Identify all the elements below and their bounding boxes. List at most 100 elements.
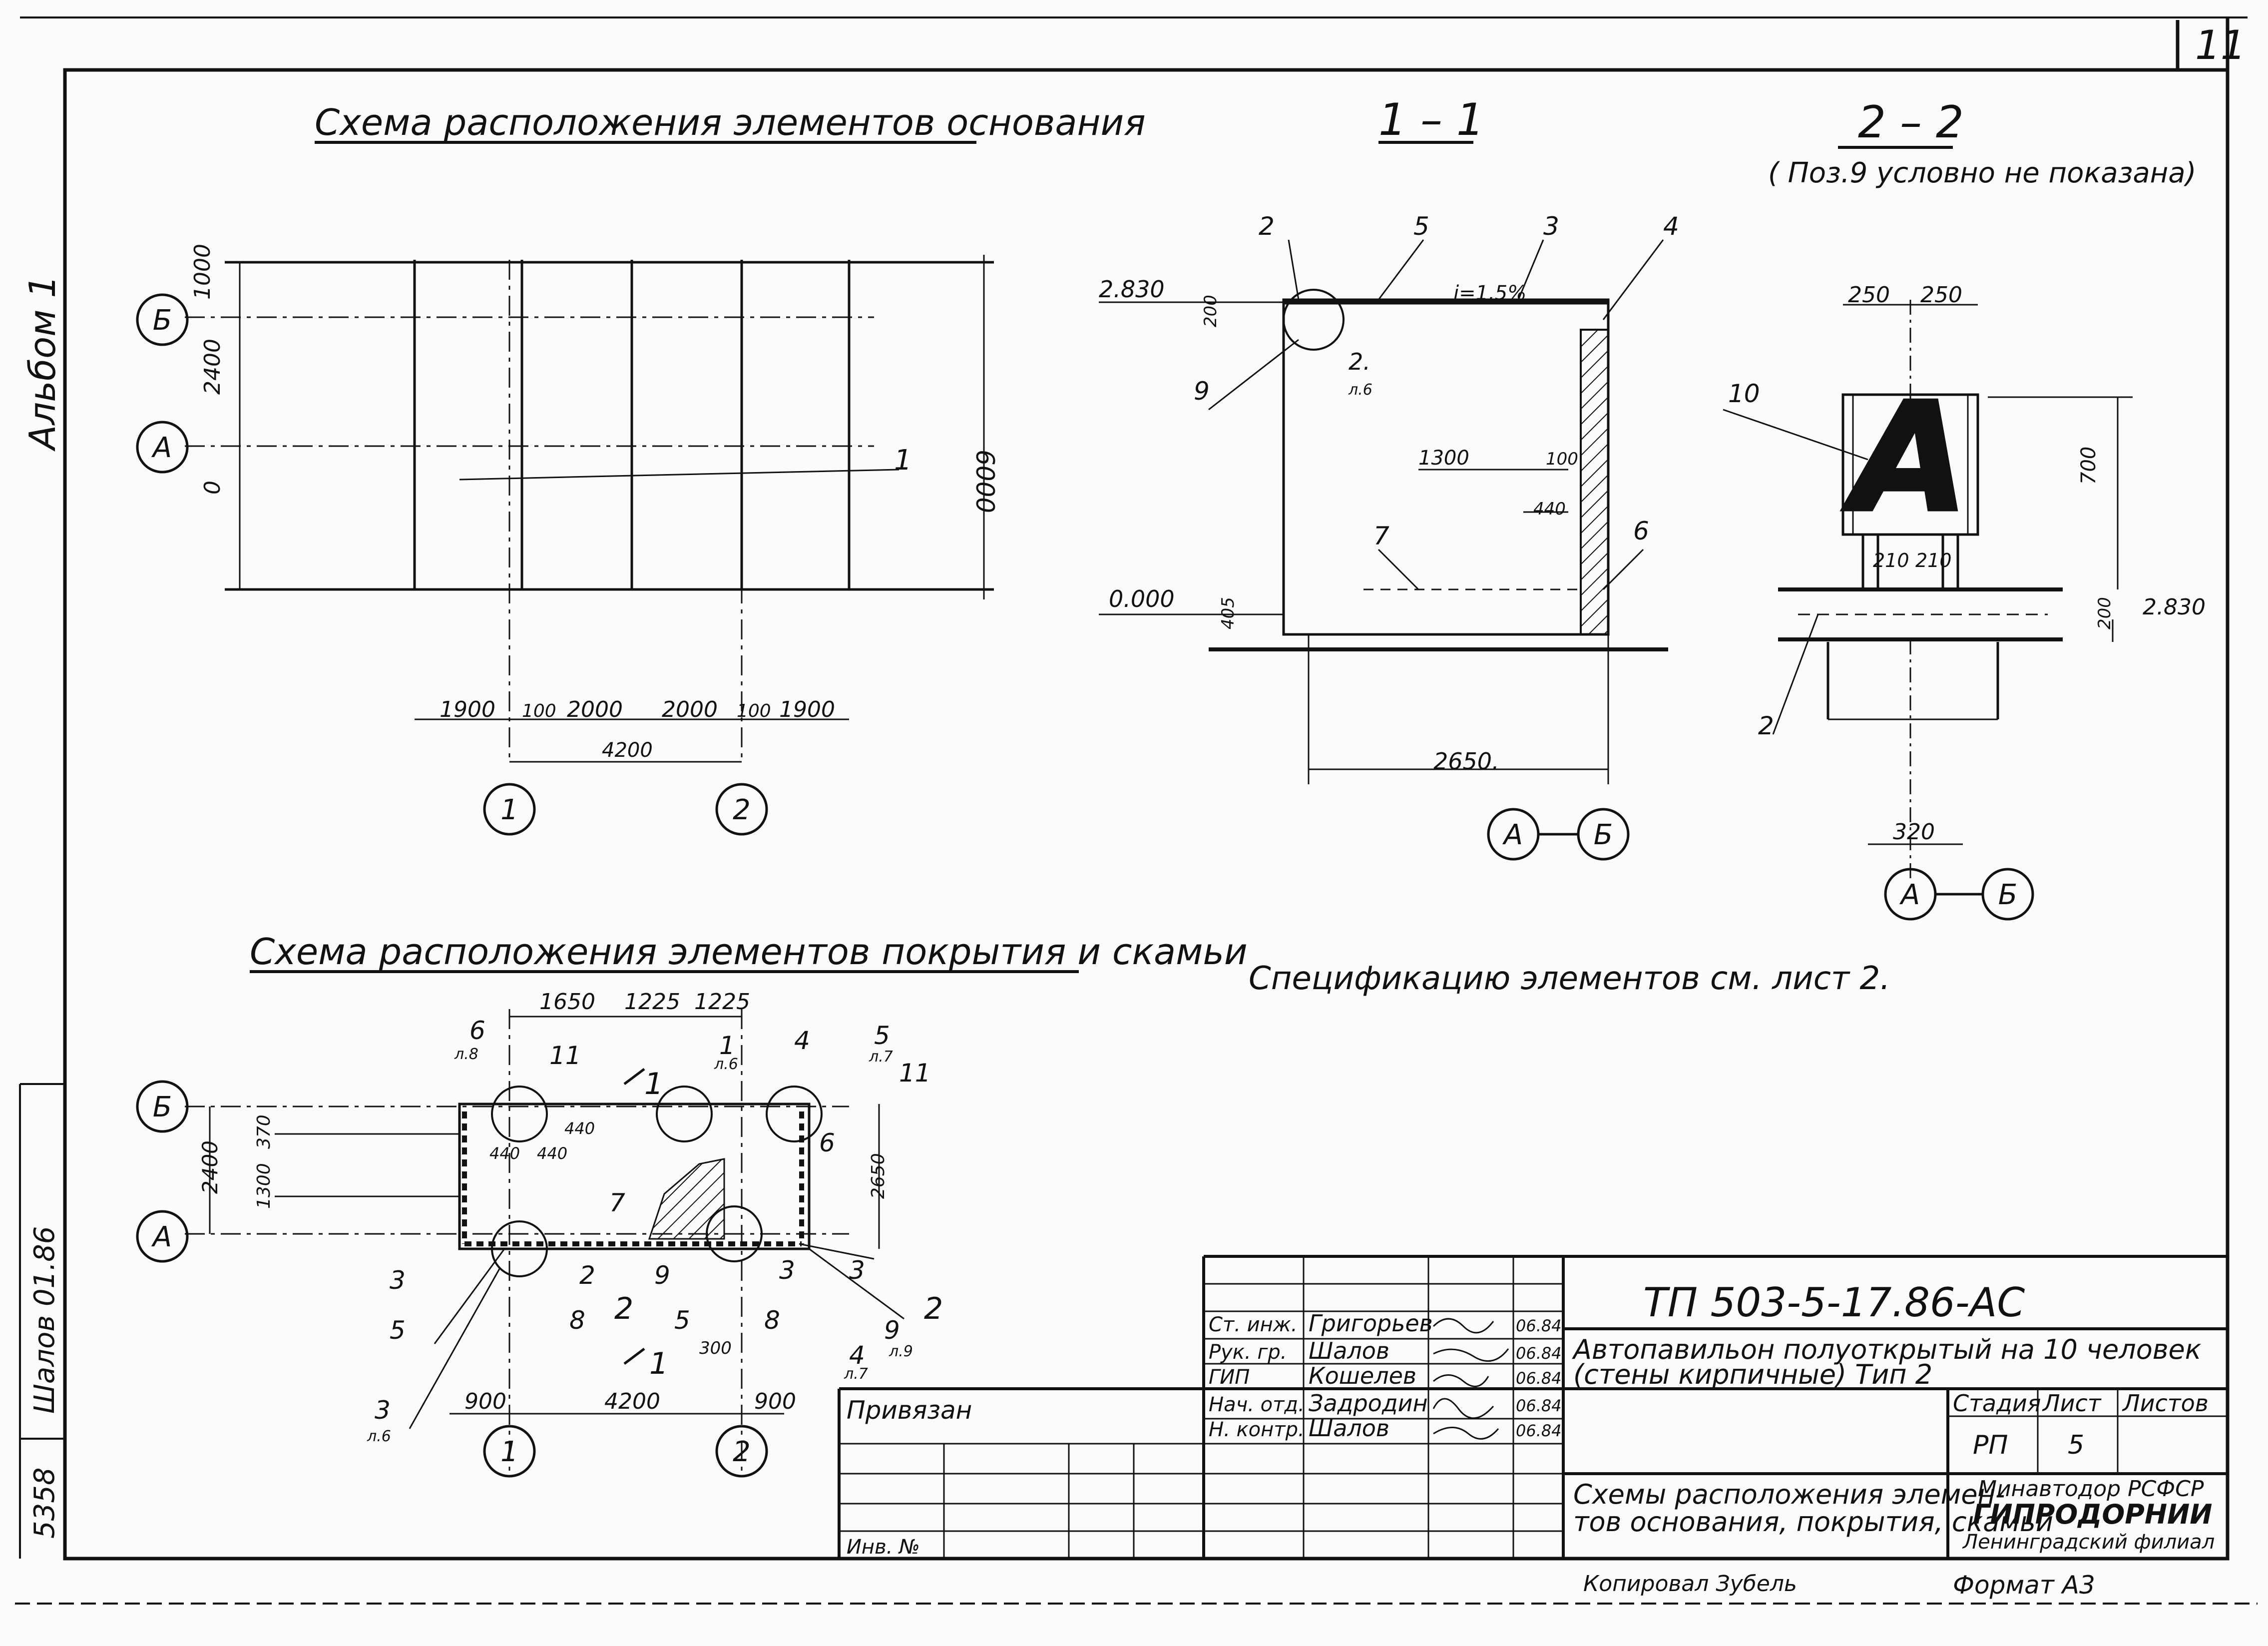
bench-hatched-area (648, 1158, 725, 1240)
dim-h-1900-left: 1900 (440, 697, 495, 722)
role-4: Нач. отд. (1209, 1393, 1305, 1416)
rp-callout-9: 9 (654, 1261, 670, 1290)
axis-a-foundation: А (151, 432, 172, 464)
s22-axis-a: А (1899, 879, 1920, 911)
rp-callout-11-right: 11 (899, 1059, 931, 1088)
section-2-2: A 250 250 700 210 210 200 2.830 320 10 2… (1723, 282, 2206, 921)
rp-dim-300: 300 (699, 1338, 732, 1358)
sheet-header: Лист (2042, 1390, 2102, 1417)
rp-cut-1-top: 1 (644, 1067, 663, 1101)
s11-level-top: 2.830 (1099, 276, 1165, 303)
rp-callout-3-a: 3 (390, 1266, 406, 1295)
rp-dim-1225-left: 1225 (624, 989, 680, 1015)
s11-node-sheet: л.6 (1348, 381, 1372, 399)
margin-signature: Шалов 01.86 (28, 1226, 61, 1414)
dim-v-6000: 6000 (970, 450, 999, 513)
sheet-name-line-1: Схемы расположения элемен- (1573, 1479, 2005, 1510)
title-section-2-2: 2 – 2 (1858, 96, 1964, 148)
s22-dim-320: 320 (1893, 819, 1935, 845)
s11-node-ref: 2. (1349, 348, 1370, 375)
rp-ref-5-sheet: л.7 (869, 1048, 893, 1066)
rp-callout-4: 4 (794, 1026, 810, 1055)
rp-dim-900-left: 900 (464, 1389, 506, 1414)
sheet-name-line-2: тов основания, покрытия, скамьи (1573, 1506, 2053, 1538)
dim-h-2000-right: 2000 (662, 697, 718, 722)
rp-dim-1650: 1650 (539, 989, 595, 1015)
title-block-frame (838, 1255, 2228, 1559)
s11-callout-3: 3 (1543, 212, 1559, 241)
inventory-label: Инв. № (847, 1536, 920, 1559)
s11-dim-405: 405 (1218, 597, 1238, 629)
rp-callout-8-b: 8 (764, 1306, 780, 1335)
rp-cut-2-left: 2 (614, 1291, 633, 1326)
rp-ref-6: 6 (469, 1016, 485, 1045)
date-3: 06.84 (1516, 1369, 1562, 1388)
dim-h-4200: 4200 (602, 739, 653, 762)
s11-dim-200: 200 (1201, 295, 1221, 327)
spec-reference-note: Спецификацию элементов см. лист 2. (1249, 960, 1890, 997)
rp-callout-3-b: 3 (779, 1256, 795, 1285)
sheets-header: Листов (2122, 1390, 2209, 1417)
date-2: 06.84 (1516, 1344, 1562, 1363)
s11-callout-5: 5 (1413, 212, 1429, 241)
stage-value: РП (1973, 1430, 2008, 1460)
axis-2-roof: 2 (733, 1436, 751, 1468)
dim-h-100-left: 100 (522, 701, 556, 721)
format: Формат А3 (1953, 1571, 2095, 1600)
rp-callout-8-a: 8 (569, 1306, 585, 1335)
rp-callout-3-c: 3 (849, 1256, 865, 1285)
rp-callout-7: 7 (609, 1188, 625, 1217)
rp-cut-1-bottom: 1 (649, 1346, 668, 1381)
rp-dim-2400: 2400 (198, 1140, 222, 1194)
rp-ref-3-low: 3 (375, 1396, 391, 1425)
rp-dim-900-right: 900 (754, 1389, 796, 1414)
rp-callout-5-b: 5 (674, 1306, 690, 1335)
dim-v-1000: 1000 (190, 244, 215, 300)
s11-dim-1300: 1300 (1418, 447, 1469, 470)
rp-ref-6-sheet: л.8 (454, 1046, 478, 1063)
s22-dim-200: 200 (2095, 597, 2115, 629)
branch: Ленинградский филиал (1962, 1531, 2215, 1554)
copied-by: Копировал Зубель (1583, 1571, 1797, 1597)
s11-level-zero: 0.000 (1109, 585, 1175, 612)
tied-label: Привязан (847, 1396, 972, 1425)
rp-dim-370: 370 (254, 1114, 274, 1149)
s11-axis-b: Б (1594, 819, 1613, 851)
object-name-line-2: (стены кирпичные) Тип 2 (1573, 1359, 1932, 1390)
s22-level: 2.830 (2143, 594, 2206, 620)
rp-cut-2-right: 2 (924, 1291, 943, 1326)
person-1: Григорьев (1309, 1310, 1433, 1337)
s11-callout-4: 4 (1663, 212, 1679, 241)
s11-callout-2: 2 (1259, 212, 1275, 241)
letter-a-sign: A (1840, 371, 1968, 545)
foundation-plan: 1000 2400 0 6000 1900 100 2000 2000 100 … (136, 244, 999, 836)
rp-callout-5: 5 (390, 1316, 406, 1345)
dim-h-100-right: 100 (737, 701, 771, 721)
margin-code: 5358 (28, 1467, 61, 1539)
rp-callout-2: 2 (579, 1261, 595, 1290)
date-5: 06.84 (1516, 1421, 1562, 1440)
axis-1-foundation: 1 (500, 794, 518, 826)
sheet-frame (15, 16, 2258, 1605)
rp-dim-440-b: 440 (537, 1144, 567, 1163)
object-name-line-1: Автопавильон полуоткрытый на 10 человек (1572, 1334, 2202, 1365)
rp-dim-2650: 2650 (868, 1153, 889, 1199)
roof-plan: 1650 1225 1225 2400 370 1300 2650 440 44… (136, 989, 943, 1478)
institute: ГИПРОДОРНИИ (1973, 1499, 2212, 1530)
rp-ref-4-sheet: л.7 (844, 1365, 868, 1383)
role-3: ГИП (1209, 1366, 1250, 1389)
rp-ref-5: 5 (874, 1021, 890, 1050)
dim-h-2000-left: 2000 (567, 697, 623, 722)
s11-callout-6: 6 (1633, 517, 1649, 546)
person-2: Шалов (1309, 1337, 1389, 1364)
person-4: Задродин (1309, 1390, 1428, 1417)
rp-dim-4200: 4200 (604, 1389, 660, 1414)
rp-callout-6: 6 (819, 1128, 835, 1157)
role-2: Рук. гр. (1209, 1341, 1287, 1364)
s11-axis-a: А (1502, 819, 1523, 851)
dim-h-1900-right: 1900 (779, 697, 835, 722)
sheet-value: 5 (2068, 1430, 2084, 1460)
rp-dim-440-c: 440 (564, 1119, 595, 1138)
rp-callout-11: 11 (549, 1041, 581, 1070)
